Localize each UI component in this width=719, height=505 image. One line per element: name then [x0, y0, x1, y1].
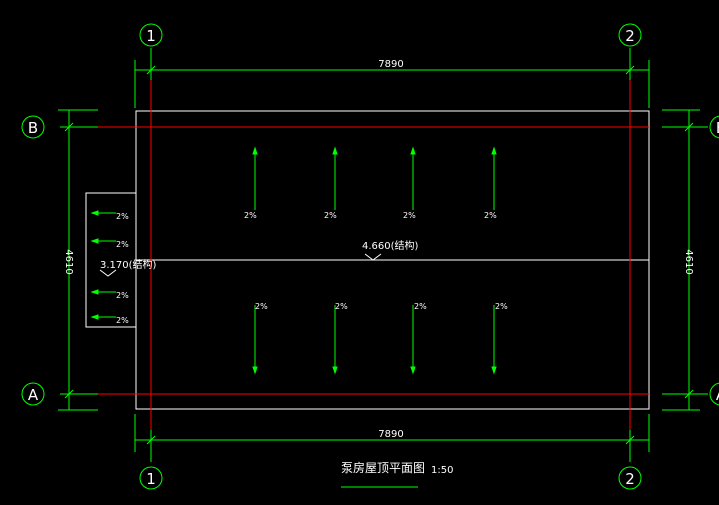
slope-label-lower: 2% [255, 302, 268, 311]
slope-label-upper: 2% [484, 211, 497, 220]
slope-arrow-up [410, 146, 416, 210]
slope-arrow-up [252, 146, 258, 210]
slope-label-lower: 2% [495, 302, 508, 311]
slope-label-upper: 2% [403, 211, 416, 220]
slope-label-canopy: 2% [116, 291, 129, 300]
dimension-top: 7890 [378, 59, 403, 70]
slope-arrow-down [252, 305, 258, 375]
dimension-bottom: 7890 [378, 429, 403, 440]
axis-labels: 1 2 1 2 B A B A [28, 27, 719, 488]
axis-label-a-left: A [28, 386, 39, 404]
axis-label-b-right: B [716, 119, 719, 137]
slope-arrow-left [90, 210, 116, 216]
slope-label-canopy: 2% [116, 212, 129, 221]
slope-arrow-left [90, 289, 116, 295]
slope-arrows [90, 146, 497, 375]
axis-bubbles [21, 23, 719, 490]
axis-label-2-bottom: 2 [625, 470, 635, 488]
slope-arrow-down [491, 305, 497, 375]
dimension-left: 4610 [63, 249, 74, 274]
axis-label-a-right: A [716, 386, 719, 404]
slope-label-lower: 2% [335, 302, 348, 311]
axis-label-1-top: 1 [146, 27, 156, 45]
axis-label-2-top: 2 [625, 27, 635, 45]
slope-arrow-up [332, 146, 338, 210]
slope-arrow-left [90, 314, 116, 320]
axis-grid-lines [98, 80, 649, 430]
dimension-texts: 7890 7890 4610 4610 [63, 59, 694, 440]
slope-label-upper: 2% [324, 211, 337, 220]
slope-arrow-down [332, 305, 338, 375]
elevation-canopy: 3.170(结构) [100, 258, 157, 271]
slope-arrow-down [410, 305, 416, 375]
drawing-scale: 1:50 [431, 465, 453, 476]
slope-label-upper: 2% [244, 211, 257, 220]
elevation-texts: 4.660(结构) 3.170(结构) [100, 239, 419, 271]
slope-arrow-left [90, 238, 116, 244]
slope-arrow-up [491, 146, 497, 210]
slope-label-lower: 2% [414, 302, 427, 311]
axis-label-b-left: B [28, 119, 38, 137]
elevation-main-roof: 4.660(结构) [362, 239, 419, 252]
roof-outline [85, 110, 650, 410]
slope-label-canopy: 2% [116, 316, 129, 325]
axis-label-1-bottom: 1 [146, 470, 156, 488]
dimension-lines [58, 48, 708, 488]
drawing-title: 泵房屋顶平面图 [341, 460, 425, 475]
dimension-right: 4610 [683, 249, 694, 274]
slope-label-canopy: 2% [116, 240, 129, 249]
slope-labels: 2% 2% 2% 2% 2% 2% 2% 2% 2% 2% 2% 2% [116, 211, 508, 325]
